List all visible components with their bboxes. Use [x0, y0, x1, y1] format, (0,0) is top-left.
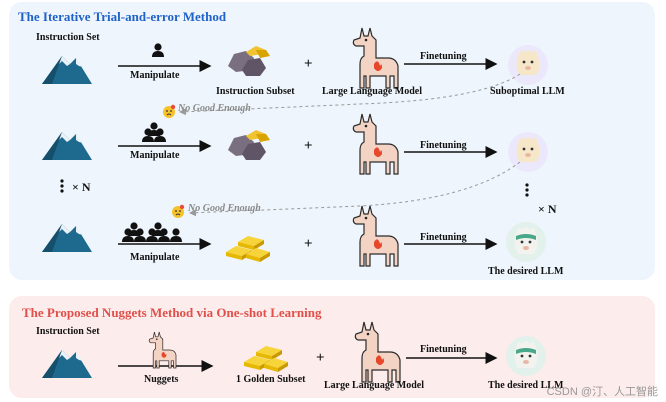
top-panel-title: The Iterative Trial-and-error Method: [18, 9, 227, 24]
llm-label: Large Language Model: [322, 86, 422, 97]
llm-label: Large Language Model: [324, 380, 424, 391]
finetuning-label: Finetuning: [420, 51, 467, 62]
suboptimal-llm-label: Suboptimal LLM: [490, 86, 565, 97]
finetuning-label: Finetuning: [420, 232, 467, 243]
manipulate-label: Manipulate: [130, 150, 180, 161]
bottom-panel-title: The Proposed Nuggets Method via One-shot…: [22, 305, 322, 320]
instruction-set-label: Instruction Set: [36, 32, 100, 43]
alpaca-icon: [506, 222, 546, 262]
plus-sign: +: [304, 138, 313, 154]
watermark: CSDN @汀、人工智能: [546, 386, 658, 398]
instruction-subset-label: Instruction Subset: [216, 86, 295, 97]
top-panel: [9, 2, 655, 280]
plus-sign: +: [316, 350, 325, 366]
finetuning-label: Finetuning: [420, 140, 467, 151]
finetuning-label: Finetuning: [420, 344, 467, 355]
bottom-panel: [9, 296, 655, 398]
golden-subset-label: 1 Golden Subset: [236, 374, 306, 385]
plus-sign: +: [304, 236, 313, 252]
not-good-enough-label: No Good Enough: [178, 103, 251, 114]
manipulate-label: Manipulate: [130, 70, 180, 81]
instruction-set-label: Instruction Set: [36, 326, 100, 337]
feedback-line: [189, 161, 521, 217]
feedback-line: [179, 73, 521, 116]
manipulate-label: Manipulate: [130, 252, 180, 263]
times-n-label: × N: [538, 202, 557, 216]
alpaca-icon: [508, 45, 548, 85]
desired-llm-label: The desired LLM: [488, 266, 564, 277]
not-good-enough-label: No Good Enough: [188, 203, 261, 214]
desired-llm-label: The desired LLM: [488, 380, 564, 391]
times-n-label: × N: [72, 180, 91, 194]
alpaca-icon: [506, 336, 546, 376]
nuggets-label: Nuggets: [144, 374, 179, 385]
plus-sign: +: [304, 56, 313, 72]
